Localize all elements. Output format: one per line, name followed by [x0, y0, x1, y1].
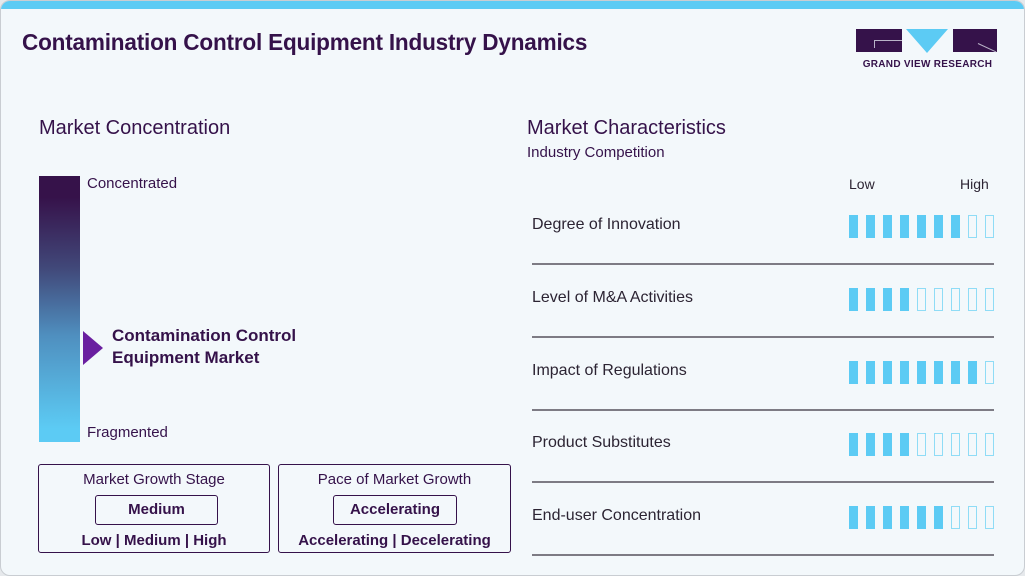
rating-bar-filled [883, 361, 892, 384]
rating-bar-empty [951, 506, 960, 529]
row-divider [532, 336, 994, 338]
rating-bar-filled [917, 506, 926, 529]
rating-bar-empty [951, 433, 960, 456]
concentrated-label: Concentrated [87, 175, 178, 192]
market-concentration-heading: Market Concentration [39, 117, 231, 139]
rating-bar-empty [968, 506, 977, 529]
growth-pace-title: Pace of Market Growth [317, 471, 472, 488]
rating-bar-filled [934, 361, 943, 384]
rating-bar-empty [985, 506, 994, 529]
characteristic-rating-bars [849, 361, 994, 385]
row-divider [532, 554, 994, 556]
characteristic-label: Degree of Innovation [532, 216, 681, 233]
growth-stage-box: Market Growth Stage Medium Low | Medium … [38, 464, 270, 553]
rating-bar-filled [900, 288, 909, 311]
growth-stage-options: Low | Medium | High [81, 532, 227, 549]
rating-bar-filled [883, 506, 892, 529]
rating-bar-filled [951, 361, 960, 384]
characteristic-label: End-user Concentration [532, 507, 701, 524]
row-divider [532, 263, 994, 265]
rating-bar-empty [968, 288, 977, 311]
fragmented-label: Fragmented [87, 424, 168, 441]
rating-bar-filled [934, 506, 943, 529]
rating-bar-filled [849, 361, 858, 384]
rating-bar-filled [849, 433, 858, 456]
market-label-line1: Contamination Control [112, 326, 297, 345]
rating-bar-filled [866, 288, 875, 311]
rating-bar-empty [917, 433, 926, 456]
growth-stage-selected: Medium [95, 495, 218, 525]
market-position-pointer-icon [83, 331, 103, 365]
market-label-line2: Equipment Market [112, 348, 260, 367]
rating-bar-empty [934, 433, 943, 456]
scale-low-label: Low [849, 176, 875, 192]
growth-pace-selected: Accelerating [333, 495, 457, 525]
rating-bar-filled [934, 215, 943, 238]
rating-bar-filled [900, 361, 909, 384]
scale-high-label: High [960, 176, 989, 192]
rating-bar-filled [900, 433, 909, 456]
rating-bar-filled [866, 433, 875, 456]
rating-bar-filled [968, 361, 977, 384]
growth-stage-title: Market Growth Stage [83, 471, 225, 488]
rating-bar-filled [917, 215, 926, 238]
growth-pace-options: Accelerating | Decelerating [298, 532, 491, 549]
rating-bar-filled [917, 361, 926, 384]
rating-bar-filled [866, 506, 875, 529]
characteristic-rating-bars [849, 288, 994, 312]
top-accent-strip [1, 1, 1024, 9]
rating-bar-empty [985, 361, 994, 384]
market-position-label: Contamination Control Equipment Market [112, 325, 296, 369]
characteristic-label: Level of M&A Activities [532, 289, 693, 306]
rating-bar-empty [985, 433, 994, 456]
logo-v-triangle-icon [906, 29, 948, 53]
rating-bar-empty [968, 215, 977, 238]
page-title: Contamination Control Equipment Industry… [22, 29, 588, 55]
market-characteristics-heading: Market Characteristics [527, 117, 726, 139]
logo-caption: GRAND VIEW RESEARCH [862, 59, 993, 70]
logo-g-line-vertical [874, 40, 875, 48]
rating-bar-filled [883, 288, 892, 311]
rating-bar-filled [951, 215, 960, 238]
rating-bar-filled [883, 433, 892, 456]
logo-g-line [874, 40, 902, 41]
rating-bar-filled [883, 215, 892, 238]
characteristic-rating-bars [849, 215, 994, 239]
rating-bar-filled [900, 506, 909, 529]
rating-bar-filled [849, 215, 858, 238]
rating-bar-empty [968, 433, 977, 456]
rating-bar-empty [985, 288, 994, 311]
row-divider [532, 409, 994, 411]
rating-bar-empty [985, 215, 994, 238]
characteristic-label: Product Substitutes [532, 434, 671, 451]
rating-bar-empty [934, 288, 943, 311]
rating-bar-empty [917, 288, 926, 311]
industry-competition-subheading: Industry Competition [527, 144, 665, 161]
growth-pace-box: Pace of Market Growth Accelerating Accel… [278, 464, 511, 553]
gvr-logo: GRAND VIEW RESEARCH [856, 29, 999, 73]
rating-bar-empty [951, 288, 960, 311]
rating-bar-filled [900, 215, 909, 238]
rating-bar-filled [849, 288, 858, 311]
rating-bar-filled [849, 506, 858, 529]
concentration-gradient-bar [39, 176, 80, 442]
rating-bar-filled [866, 361, 875, 384]
characteristic-label: Impact of Regulations [532, 362, 687, 379]
characteristic-rating-bars [849, 433, 994, 457]
rating-bar-filled [866, 215, 875, 238]
characteristic-rating-bars [849, 506, 994, 530]
row-divider [532, 481, 994, 483]
